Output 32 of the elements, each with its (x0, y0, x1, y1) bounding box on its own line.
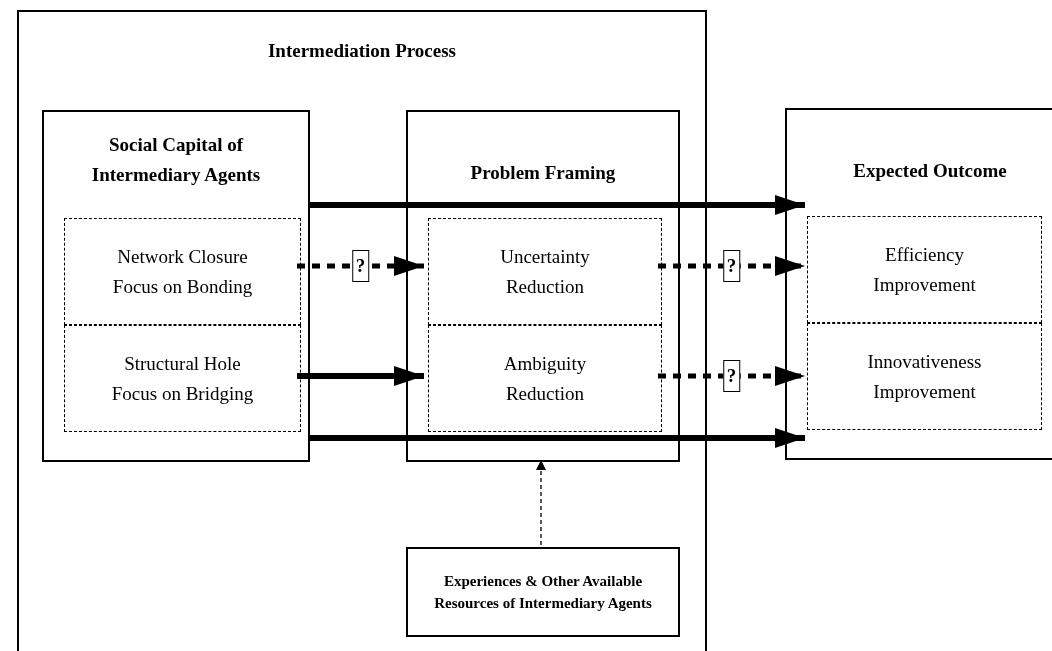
heading: Intermediation Process (266, 39, 457, 63)
item-text: Structural Hole Focus on Bridging (110, 351, 255, 406)
process-frame (17, 10, 707, 651)
resource-text: Experiences & Other Available Resources of Intermediary Agents (433, 572, 653, 613)
item-box (64, 218, 301, 325)
arrow (536, 459, 546, 546)
item-text: Network Closure Focus on Bonding (111, 244, 254, 299)
arrow (308, 428, 805, 448)
arrow (297, 256, 424, 276)
item-box (428, 325, 662, 432)
item-text: Ambiguity Reduction (502, 351, 588, 406)
edge-label: ? (351, 250, 370, 282)
group-box (785, 108, 1052, 460)
item-text: Uncertainty Reduction (499, 244, 591, 299)
arrow (297, 366, 424, 386)
resource-box (406, 547, 680, 637)
heading: Expected Outcome (852, 159, 1008, 183)
heading: Social Capital of Intermediary Agents (90, 133, 262, 187)
item-box (428, 218, 662, 325)
arrow (658, 366, 805, 386)
edge-label: ? (722, 360, 741, 392)
heading: Problem Framing (469, 161, 617, 185)
group-box (406, 110, 680, 462)
item-box (807, 216, 1042, 323)
group-box (42, 110, 310, 462)
edge-label: ? (722, 250, 741, 282)
arrow (308, 195, 805, 215)
item-box (807, 323, 1042, 430)
arrow (658, 256, 805, 276)
item-text: Efficiency Improvement (872, 242, 977, 297)
item-text: Innovativeness Improvement (866, 349, 983, 404)
item-box (64, 325, 301, 432)
